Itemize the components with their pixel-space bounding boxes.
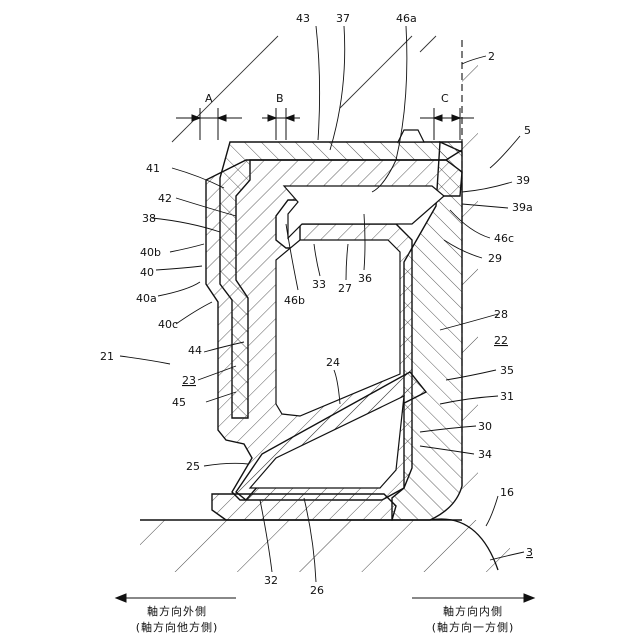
housing — [462, 40, 478, 520]
shaft — [140, 520, 510, 572]
label-34: 34 — [478, 448, 492, 461]
label-26: 26 — [310, 584, 324, 597]
label-39a: 39a — [512, 201, 533, 214]
label-39: 39 — [516, 174, 530, 187]
label-3: 3 — [526, 546, 533, 559]
label-43: 43 — [296, 12, 310, 25]
label-46c: 46c — [494, 232, 514, 245]
axial-inner-line2: (軸方向一方側) — [412, 620, 534, 636]
label-32: 32 — [264, 574, 278, 587]
label-5: 5 — [524, 124, 531, 137]
label-40c: 40c — [158, 318, 178, 331]
label-45: 45 — [172, 396, 186, 409]
label-36: 36 — [358, 272, 372, 285]
label-25: 25 — [186, 460, 200, 473]
label-24: 24 — [326, 356, 340, 369]
label-16: 16 — [500, 486, 514, 499]
label-46b: 46b — [284, 294, 305, 307]
axial-outer-line1: 軸方向外側 — [118, 604, 236, 620]
label-29: 29 — [488, 252, 502, 265]
label-21: 21 — [100, 350, 114, 363]
label-44: 44 — [188, 344, 202, 357]
label-46a: 46a — [396, 12, 417, 25]
background-hatch — [172, 36, 436, 142]
axial-outer-direction-label: 軸方向外側 (軸方向他方側) — [118, 604, 236, 636]
label-A: A — [205, 92, 213, 105]
axial-outer-line2: (軸方向他方側) — [118, 620, 236, 636]
axial-inner-line1: 軸方向内側 — [412, 604, 534, 620]
label-23: 23 — [182, 374, 196, 387]
label-28: 28 — [494, 308, 508, 321]
label-22: 22 — [494, 334, 508, 347]
label-33: 33 — [312, 278, 326, 291]
direction-arrows — [116, 594, 534, 602]
label-2: 2 — [488, 50, 495, 63]
label-31: 31 — [500, 390, 514, 403]
label-42: 42 — [158, 192, 172, 205]
label-B: B — [276, 92, 284, 105]
label-C: C — [441, 92, 449, 105]
label-40b: 40b — [140, 246, 161, 259]
label-40a: 40a — [136, 292, 157, 305]
label-41: 41 — [146, 162, 160, 175]
dimension-markers — [176, 108, 474, 140]
bottom-pad — [212, 494, 396, 520]
label-35: 35 — [500, 364, 514, 377]
axial-inner-direction-label: 軸方向内側 (軸方向一方側) — [412, 604, 534, 636]
label-30: 30 — [478, 420, 492, 433]
label-37: 37 — [336, 12, 350, 25]
label-27: 27 — [338, 282, 352, 295]
label-40: 40 — [140, 266, 154, 279]
label-38: 38 — [142, 212, 156, 225]
